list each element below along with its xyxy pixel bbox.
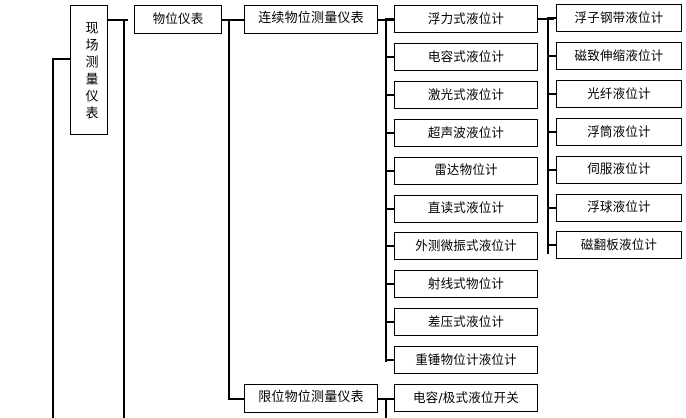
connector-buoyancy-child-stub-5 [547, 168, 558, 171]
connector-buoyancy-child-stub-6 [547, 206, 558, 209]
connector-continuous-child-stub-5 [385, 169, 395, 172]
node-continuous-child-5[interactable]: 雷达物位计 [394, 156, 538, 185]
connector-continuous-child-stub-2 [385, 55, 395, 58]
node-buoyancy-child-4[interactable]: 浮筒液位计 [556, 117, 682, 146]
node-buoyancy-child-5[interactable]: 伺服液位计 [556, 155, 682, 184]
connector-continuous-child-stub-10 [385, 359, 395, 362]
connector-buoyancy-child-stub-3 [547, 92, 558, 95]
connector-continuous-child-stub-9 [385, 321, 395, 324]
node-limit-child-1[interactable]: 电容/极式液位开关 [394, 384, 538, 412]
connector-continuous-child-stub-3 [385, 93, 395, 96]
node-buoyancy-child-3[interactable]: 光纤液位计 [556, 79, 682, 108]
connector-lvl2-trunk [123, 19, 126, 418]
node-level-measurement-instruments[interactable]: 物位仪表 [134, 5, 222, 34]
connector-lvl4-trunk [385, 19, 388, 362]
connector-buoyancy-child-stub-1 [547, 17, 558, 19]
connector-continuous-child-stub-7 [385, 245, 395, 248]
connector-lvl3-limit-stub [228, 398, 246, 400]
connector-lvl4-to-lvl5-stub [538, 18, 554, 20]
node-continuous-child-10[interactable]: 重锤物位计液位计 [394, 346, 538, 375]
connector-root-to-lvl2-stub [108, 19, 128, 21]
node-continuous-child-6[interactable]: 直读式液位计 [394, 194, 538, 223]
node-continuous-child-1[interactable]: 浮力式液位计 [394, 5, 538, 33]
connector-root-left-trunk [52, 58, 55, 418]
node-continuous-child-2[interactable]: 电容式液位计 [394, 42, 538, 71]
connector-continuous-child-stub-4 [385, 131, 395, 134]
node-continuous-child-4[interactable]: 超声波液位计 [394, 118, 538, 147]
connector-lvl2-to-lvl3-stub [222, 19, 244, 21]
node-buoyancy-child-6[interactable]: 浮球液位计 [556, 193, 682, 222]
connector-buoyancy-child-stub-2 [547, 54, 558, 57]
connector-limit-child-trunk [385, 398, 388, 418]
node-continuous-child-9[interactable]: 差压式液位计 [394, 308, 538, 337]
connector-root-left-stub [52, 58, 72, 60]
connector-buoyancy-child-stub-4 [547, 130, 558, 133]
node-continuous-child-8[interactable]: 射线式物位计 [394, 270, 538, 299]
node-continuous-child-7[interactable]: 外测微振式液位计 [394, 232, 538, 261]
connector-lvl3-trunk [228, 19, 231, 399]
connector-buoyancy-child-stub-7 [547, 244, 558, 247]
node-buoyancy-child-2[interactable]: 磁致伸缩液位计 [556, 41, 682, 70]
node-buoyancy-child-7[interactable]: 磁翻板液位计 [556, 231, 682, 260]
node-continuous-level-measurement[interactable]: 连续物位测量仪表 [244, 5, 378, 34]
node-root-field-measurement-instruments[interactable]: 现场测量仪表 [70, 5, 108, 135]
connector-continuous-child-stub-6 [385, 207, 395, 210]
connector-lvl5-trunk [547, 18, 550, 254]
node-buoyancy-child-1[interactable]: 浮子钢带液位计 [556, 4, 682, 32]
connector-continuous-child-stub-8 [385, 283, 395, 286]
node-continuous-child-3[interactable]: 激光式液位计 [394, 80, 538, 109]
connector-continuous-child-stub-1 [385, 18, 395, 20]
node-limit-level-measurement[interactable]: 限位物位测量仪表 [244, 384, 378, 413]
